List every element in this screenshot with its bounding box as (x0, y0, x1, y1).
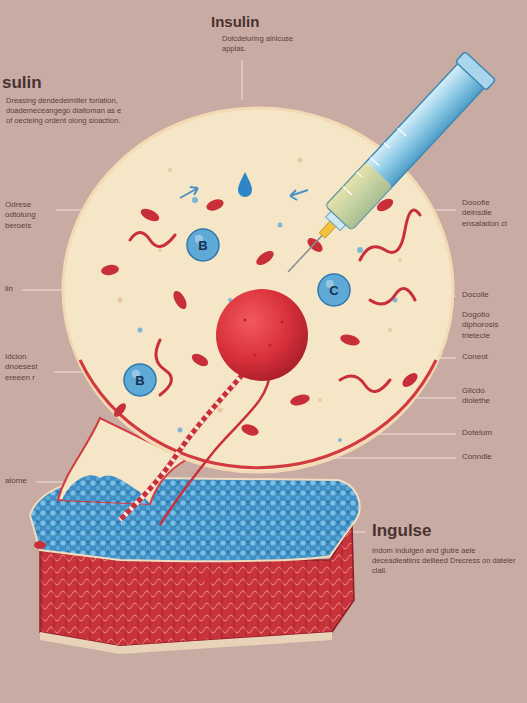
drop (238, 172, 252, 197)
part-label: alome (5, 476, 27, 486)
molecule-circle: C (317, 273, 351, 307)
part-label: Docolle (462, 290, 489, 300)
part-label: Glicdo diolethe (462, 386, 512, 407)
nucleus (216, 289, 308, 381)
part-label: Idcion dnoesest ereeen r (5, 352, 51, 383)
subtitle-note: Dolcdeluring alnicuse applas. (222, 34, 317, 54)
part-label: Dotelum (462, 428, 492, 438)
syringe (273, 51, 496, 286)
part-label: lin (5, 284, 13, 294)
vesicles (118, 158, 402, 413)
intro-paragraph: Dreasing dendedeimllier foriation, doade… (6, 96, 126, 125)
body-note: Indom Indulgen and glutre aele deceadlea… (372, 546, 520, 575)
small-molecules (138, 197, 398, 442)
part-label: Odrese odtolung beroeis (5, 200, 53, 231)
part-label: Dooofie delnsdie ensaladon cl (462, 198, 518, 229)
arrow-symbol (290, 190, 308, 200)
strand-stripes (120, 360, 255, 520)
part-label: Conndle (462, 452, 492, 462)
molecule-letter: B (198, 238, 207, 253)
diagram-title: Insulin (211, 12, 259, 32)
part-label: Coneot (462, 352, 488, 362)
strand-to-tissue (120, 360, 255, 520)
side-heading: Ingulse (372, 520, 432, 542)
leader-lines (22, 60, 456, 532)
molecule-letter: B (135, 373, 144, 388)
molecule-circle: B (123, 363, 157, 397)
nucleus-texture (244, 319, 284, 357)
molecule-letter: C (329, 283, 338, 298)
tissue-slab (30, 476, 360, 654)
side-heading: sulin (2, 72, 42, 94)
strands (130, 210, 420, 395)
arrow-symbol (180, 187, 198, 198)
molecule-circle: B (186, 228, 220, 262)
part-label: Dogotio diphorosis trietecle (462, 310, 518, 341)
red-cells (34, 196, 420, 583)
strand-to-tissue-2 (160, 370, 270, 525)
